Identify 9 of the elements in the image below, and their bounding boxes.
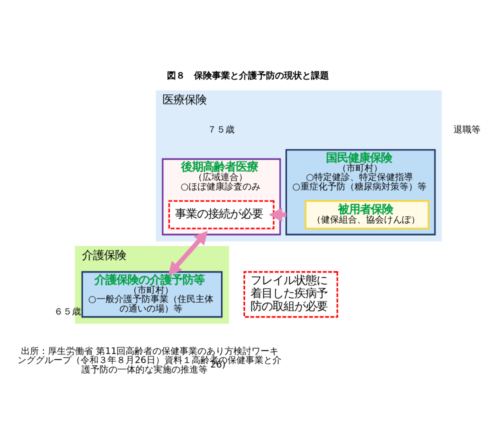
diagram-title: 図８ 保険事業と介護予防の現状と課題 — [167, 72, 330, 82]
arrow — [168, 230, 208, 276]
label: 退職等 — [454, 125, 481, 136]
node-label: ７５歳 — [207, 125, 234, 136]
node-box: 介護保険の介護予防等 （市町村） ○一般介護予防事業（住民主体の通いの場）等 — [81, 271, 223, 318]
node-box: フレイル状態に着目した疾病予防の取組が必要 — [244, 271, 338, 318]
node-label: ６５歳 — [54, 307, 81, 318]
node-box: 被用者保険 （健保組合、協会けんぽ） — [304, 200, 430, 230]
node-box: 事業の接続が必要 — [168, 200, 274, 230]
